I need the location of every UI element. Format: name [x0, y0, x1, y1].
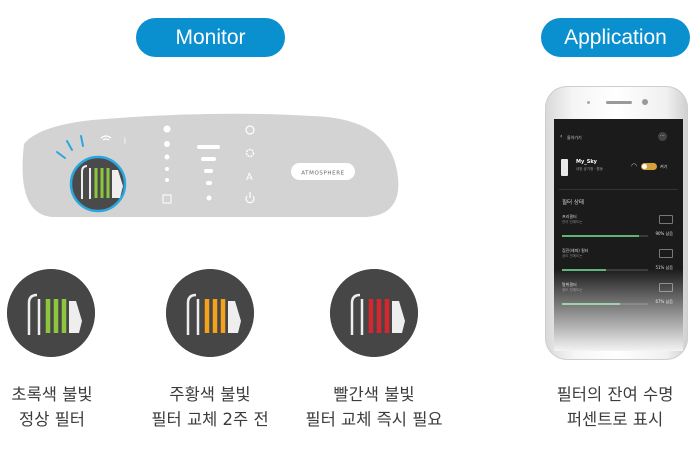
phone-sensor: [587, 101, 590, 104]
orange-caption-line1: 주황색 불빛: [169, 385, 251, 404]
filter-percent: 51% 남음: [655, 265, 673, 270]
brand-label: ATMOSPHERE: [301, 171, 345, 177]
orange-caption: 주황색 불빛 필터 교체 2주 전: [135, 382, 285, 432]
monitor-panel: ᛒ A ATMOSPHERE: [22, 113, 399, 217]
orange-caption-line2: 필터 교체 2주 전: [151, 410, 269, 429]
green-caption-line2: 정상 필터: [19, 410, 85, 429]
device-name: My_Sky: [576, 159, 597, 165]
monitor-label: Monitor: [136, 18, 285, 57]
filter-status-button: [69, 155, 127, 213]
level-dots: [163, 125, 171, 182]
timer-icon: [245, 125, 255, 135]
filter-row[interactable]: 프리필터 언어 전에도는 90% 남음: [562, 214, 675, 254]
red-status-circle: [330, 269, 418, 357]
device-subtitle: 내방 공기청 · 활동: [576, 167, 603, 171]
phone-camera: [642, 99, 648, 105]
filter-name: 집진(헤파) 필터: [562, 248, 589, 253]
filter-subtitle: 언어 전에도는: [562, 220, 583, 224]
green-caption-line1: 초록색 불빛: [11, 385, 93, 404]
green-caption: 초록색 불빛 정상 필터: [0, 382, 108, 432]
screen-fade-overlay: [554, 269, 683, 351]
device-thumbnail: [561, 159, 568, 176]
app-caption: 필터의 잔여 수명 퍼센트로 표시: [540, 382, 690, 432]
wifi-icon: ◠: [631, 162, 638, 170]
filter-frame-icon: [27, 293, 38, 335]
app-caption-line2: 퍼센트로 표시: [566, 410, 664, 429]
power-toggle-label: 켜기: [660, 164, 668, 169]
red-caption-line2: 필터 교체 즉시 필요: [305, 410, 443, 429]
gear-icon: [245, 148, 255, 158]
power-toggle[interactable]: [641, 163, 657, 170]
power-icon: [245, 192, 255, 204]
grid-icon: [162, 194, 172, 204]
filter-life-bar: [562, 235, 648, 237]
wifi-icon: [100, 135, 112, 141]
application-label: Application: [541, 18, 690, 57]
filter-icon: [659, 215, 673, 224]
red-caption-line1: 빨간색 불빛: [333, 385, 415, 404]
fan-speed-bars: [197, 145, 220, 201]
app-screen: ‹ 돌아가기 ⋯ My_Sky 내방 공기청 · 활동 ◠ 켜기 필터 상태 프…: [554, 119, 683, 351]
indicator-rays: [56, 135, 84, 159]
filter-level-bars: [94, 168, 110, 198]
phone-mockup: ‹ 돌아가기 ⋯ My_Sky 내방 공기청 · 활동 ◠ 켜기 필터 상태 프…: [545, 86, 688, 360]
back-label[interactable]: 돌아가기: [567, 135, 582, 140]
filter-subtitle: 상도 전에도는: [562, 254, 583, 258]
auto-mode-icon: A: [246, 172, 253, 183]
filter-icon: [81, 165, 91, 199]
filter-percent: 90% 남음: [655, 231, 673, 236]
filter-name: 프리필터: [562, 214, 577, 219]
phone-speaker: [606, 101, 632, 104]
divider: [559, 189, 678, 190]
more-options-icon[interactable]: ⋯: [658, 132, 667, 141]
filter-status-title: 필터 상태: [562, 200, 584, 206]
bluetooth-icon: ᛒ: [123, 137, 127, 145]
back-arrow-icon[interactable]: ‹: [560, 133, 563, 140]
red-caption: 빨간색 불빛 필터 교체 즉시 필요: [290, 382, 458, 432]
orange-status-circle: [166, 269, 254, 357]
brand-badge: [291, 163, 355, 180]
green-status-circle: [7, 269, 95, 357]
filter-icon: [659, 249, 673, 258]
app-caption-line1: 필터의 잔여 수명: [556, 385, 674, 404]
